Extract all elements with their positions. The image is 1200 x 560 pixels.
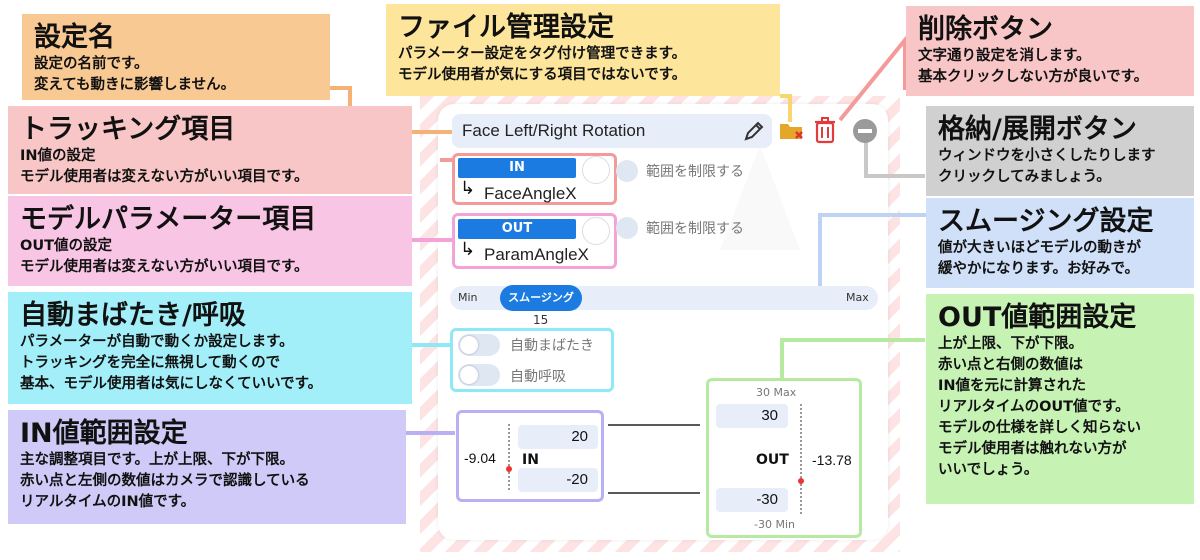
callout-line: いいでしょう。 (938, 462, 1039, 478)
out-lower-input[interactable]: -30 (716, 488, 788, 512)
in-upper-input[interactable]: 20 (518, 425, 598, 449)
callout-line: 基本、モデル使用者は気にしなくていいです。 (20, 376, 323, 392)
callout-line: 設定の名前です。 (34, 56, 149, 72)
out-current-dot (798, 478, 804, 484)
arrow-icon: ↳ (460, 178, 476, 199)
auto-breath-label: 自動呼吸 (510, 369, 566, 385)
callout-line: モデル使用者が気にする項目ではないです。 (398, 67, 687, 83)
callout-line: モデル使用者は変えない方がいい項目です。 (20, 169, 309, 185)
callout-line: パラメーターが自動で動くか設定します。 (20, 334, 294, 350)
arrow-icon: ↳ (460, 239, 476, 260)
out-label: OUT (756, 452, 789, 468)
callout-line: パラメーター設定をタグ付け管理できます。 (398, 46, 687, 62)
out-param-name[interactable]: ParamAngleX (484, 245, 589, 264)
out-min-hint: -30 Min (754, 518, 795, 531)
callout-line: 緩やかになります。お好みで。 (938, 261, 1139, 277)
callout-line: 値が大きいほどモデルの動きが (938, 240, 1141, 256)
in-param-name[interactable]: FaceAngleX (484, 184, 577, 203)
callout-title: ファイル管理設定 (398, 12, 614, 43)
auto-blink-label: 自動まばたき (510, 338, 594, 354)
callout-line: モデルの仕様を詳しく知らない (938, 420, 1141, 436)
callout-line: 主な調整項目です。上が上限、下が下限。 (20, 452, 295, 468)
auto-breath-toggle[interactable] (458, 364, 500, 386)
limit-range-label-2: 範囲を制限する (646, 221, 744, 237)
setting-name-value: Face Left/Right Rotation (462, 121, 646, 140)
in-current-dot (506, 466, 512, 472)
callout-title: 削除ボタン (918, 14, 1053, 45)
smoothing-value: 15 (533, 313, 549, 327)
in-lower-input[interactable]: -20 (518, 468, 598, 492)
callout-smoothing: スムージング設定 値が大きいほどモデルの動きが 緩やかになります。お好みで。 (926, 198, 1194, 288)
callout-line: モデル使用者は触れない方が (938, 441, 1127, 457)
callout-auto-blink-breath: 自動まばたき/呼吸 パラメーターが自動で動くか設定します。 トラッキングを完全に… (8, 292, 412, 404)
callout-title: 格納/展開ボタン (938, 114, 1137, 145)
smoothing-min-label: Min (458, 291, 478, 304)
callout-line: 赤い点と右側の数値は (938, 357, 1083, 373)
callout-line: IN値の設定 (20, 148, 96, 164)
callout-title: 設定名 (34, 22, 115, 53)
in-tag-toggle[interactable] (582, 156, 610, 184)
callout-line: リアルタイムのIN値です。 (20, 494, 196, 510)
callout-line: OUT値の設定 (20, 238, 112, 254)
smoothing-max-label: Max (846, 291, 869, 304)
in-range-bar (508, 424, 510, 490)
callout-model-parameter: モデルパラメーター項目 OUT値の設定 モデル使用者は変えない方がいい項目です。 (8, 196, 412, 286)
callout-delete-button: 削除ボタン 文字通り設定を消します。 基本クリックしない方が良いです。 (906, 6, 1194, 96)
callout-line: トラッキングを完全に無視して動くので (20, 355, 281, 371)
callout-setting-name-box: 設定名 設定の名前です。 変えても動きに影響しません。 (22, 14, 330, 100)
limit-range-toggle-1[interactable] (616, 160, 638, 182)
callout-line: ウィンドウを小さくしたりします (938, 148, 1156, 164)
callout-tracking: トラッキング項目 IN値の設定 モデル使用者は変えない方がいい項目です。 (8, 106, 412, 194)
in-tag: IN (458, 158, 576, 178)
callout-title: OUT値範囲設定 (938, 302, 1137, 333)
auto-blink-toggle[interactable] (458, 334, 500, 356)
setting-name-field[interactable]: Face Left/Right Rotation (452, 114, 772, 148)
callout-line: リアルタイムのOUT値です。 (938, 399, 1130, 415)
in-current-value: -9.04 (464, 450, 496, 466)
folder-icon[interactable] (778, 118, 806, 142)
callout-line: 文字通り設定を消します。 (918, 48, 1091, 64)
callout-file-management: ファイル管理設定 パラメーター設定をタグ付け管理できます。 モデル使用者が気にす… (386, 4, 780, 96)
smoothing-slider-handle[interactable]: スムージング (500, 285, 582, 311)
callout-title: スムージング設定 (938, 206, 1154, 237)
out-tag: OUT (458, 219, 576, 239)
callout-line: クリックしてみましょう。 (938, 169, 1111, 185)
callout-line: モデル使用者は変えない方がいい項目です。 (20, 259, 309, 275)
callout-in-range: IN値範囲設定 主な調整項目です。上が上限、下が下限。 赤い点と左側の数値はカメ… (8, 410, 406, 524)
out-tag-toggle[interactable] (582, 217, 610, 245)
callout-line: 上が上限、下が下限。 (938, 336, 1083, 352)
callout-collapse-button: 格納/展開ボタン ウィンドウを小さくしたりします クリックしてみましょう。 (926, 106, 1194, 196)
limit-range-label-1: 範囲を制限する (646, 164, 744, 180)
callout-title: トラッキング項目 (20, 114, 236, 145)
out-upper-input[interactable]: 30 (716, 404, 788, 428)
pencil-icon[interactable] (742, 119, 766, 143)
out-range-bar (800, 404, 802, 514)
collapse-icon[interactable] (852, 118, 878, 144)
out-max-hint: 30 Max (756, 386, 797, 399)
in-label: IN (522, 452, 539, 468)
limit-range-toggle-2[interactable] (616, 217, 638, 239)
callout-line: 基本クリックしない方が良いです。 (918, 69, 1149, 85)
callout-title: IN値範囲設定 (20, 418, 188, 449)
callout-line: 赤い点と左側の数値はカメラで認識している (20, 473, 310, 489)
callout-out-range: OUT値範囲設定 上が上限、下が下限。 赤い点と右側の数値は IN値を元に計算さ… (926, 294, 1194, 504)
smoothing-handle-label: スムージング (508, 291, 574, 304)
out-current-value: -13.78 (812, 452, 852, 468)
callout-line: IN値を元に計算された (938, 378, 1087, 394)
callout-line: 変えても動きに影響しません。 (34, 77, 236, 93)
callout-title: モデルパラメーター項目 (20, 204, 317, 235)
trash-icon[interactable] (812, 116, 838, 144)
callout-title: 自動まばたき/呼吸 (20, 300, 246, 331)
